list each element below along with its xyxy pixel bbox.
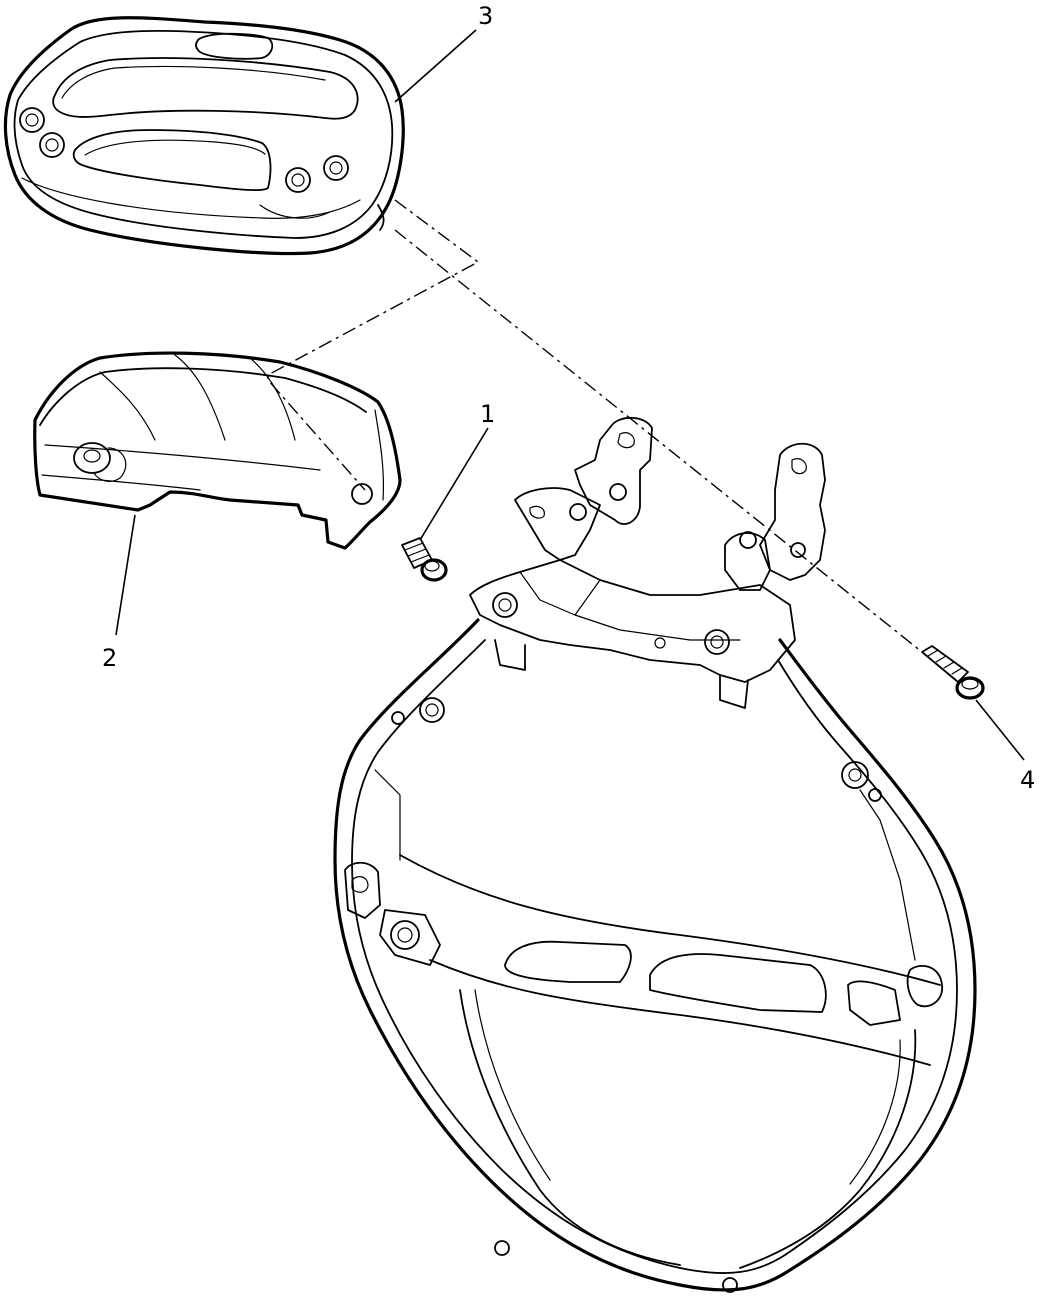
leader-lines xyxy=(115,29,1025,761)
part-2-instrument-panel xyxy=(33,351,402,550)
callout-1: 1 xyxy=(480,400,495,428)
assembly-lines xyxy=(267,199,923,653)
callout-3: 3 xyxy=(478,2,493,30)
part-3-instrument-cover xyxy=(3,16,405,256)
part-1-screw xyxy=(401,537,448,582)
mounting-frame xyxy=(333,416,977,1293)
callout-4: 4 xyxy=(1020,766,1035,794)
callout-2: 2 xyxy=(102,644,117,672)
part-4-screw xyxy=(921,645,985,700)
